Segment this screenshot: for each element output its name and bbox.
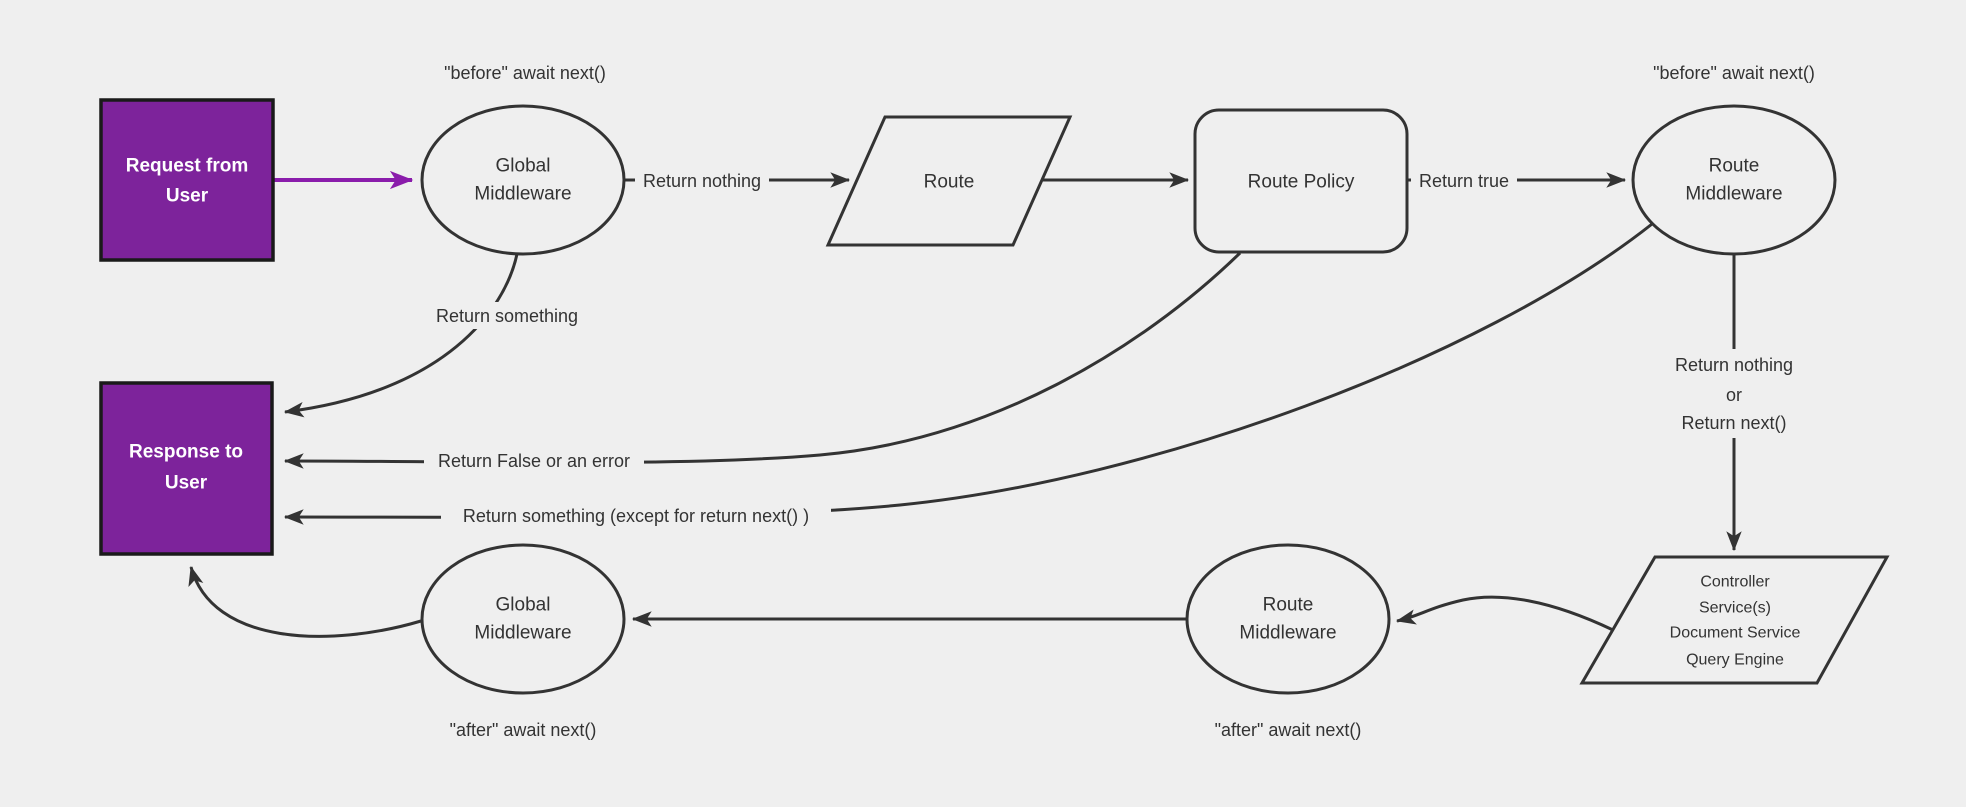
route-middleware-bottom-node bbox=[1185, 543, 1391, 695]
response-label-line2: User bbox=[165, 473, 208, 494]
route-label: Route bbox=[924, 172, 975, 193]
label-bg-return-something-except bbox=[441, 503, 831, 530]
edge-route-policy-to-response bbox=[283, 251, 1242, 469]
controller-line2: Service(s) bbox=[1699, 600, 1771, 617]
edge-label-backgrounds bbox=[424, 167, 1816, 530]
request-label-line2: User bbox=[166, 186, 209, 207]
label-bg-return-something bbox=[431, 302, 583, 329]
before-await-next-left-label: "before" await next() bbox=[444, 63, 606, 83]
return-nothing-label: Return nothing bbox=[643, 171, 761, 191]
edge-labels: "before" await next() "before" await nex… bbox=[436, 63, 1815, 740]
nodes: Request from User Global Middleware Rout… bbox=[99, 98, 1890, 695]
after-await-next-left-label: "after" await next() bbox=[450, 720, 597, 740]
route-middleware-bottom-line1: Route bbox=[1263, 595, 1314, 616]
route-middleware-top-line1: Route bbox=[1709, 156, 1760, 177]
return-true-label: Return true bbox=[1419, 171, 1509, 191]
before-await-next-right-label: "before" await next() bbox=[1653, 63, 1815, 83]
request-from-user-node bbox=[99, 98, 275, 262]
response-to-user-node bbox=[99, 381, 274, 556]
global-middleware-top-line1: Global bbox=[496, 156, 551, 177]
return-nothing-or-next-line2: or bbox=[1726, 385, 1742, 405]
route-middleware-top-line2: Middleware bbox=[1685, 184, 1782, 205]
edge-controller-to-route-middleware-bottom bbox=[1395, 595, 1614, 632]
global-middleware-bottom-node bbox=[420, 543, 626, 695]
return-false-or-error-label: Return False or an error bbox=[438, 451, 630, 471]
edges bbox=[188, 170, 1742, 638]
label-bg-return-true bbox=[1411, 167, 1517, 194]
controller-line4: Query Engine bbox=[1686, 652, 1784, 669]
route-middleware-bottom-line2: Middleware bbox=[1239, 623, 1336, 644]
global-middleware-bottom-line2: Middleware bbox=[474, 623, 571, 644]
edge-global-middleware-bottom-to-response bbox=[188, 565, 422, 638]
return-nothing-or-next-line1: Return nothing bbox=[1675, 355, 1793, 375]
after-await-next-right-label: "after" await next() bbox=[1215, 720, 1362, 740]
global-middleware-top-line2: Middleware bbox=[474, 184, 571, 205]
response-label-line1: Response to bbox=[129, 442, 243, 463]
controller-line1: Controller bbox=[1700, 574, 1770, 591]
edge-global-middleware-to-response bbox=[283, 253, 519, 418]
label-bg-return-nothing bbox=[635, 167, 769, 194]
global-middleware-top-node bbox=[420, 104, 626, 256]
return-something-label: Return something bbox=[436, 306, 578, 326]
global-middleware-bottom-line1: Global bbox=[496, 595, 551, 616]
return-something-except-label: Return something (except for return next… bbox=[463, 506, 809, 526]
controller-line3: Document Service bbox=[1670, 625, 1801, 642]
route-policy-node bbox=[1193, 108, 1409, 254]
route-middleware-top-node bbox=[1631, 104, 1837, 256]
controller-services-node bbox=[1579, 555, 1890, 685]
route-policy-label: Route Policy bbox=[1248, 172, 1355, 193]
label-bg-return-nothing-or-next bbox=[1652, 349, 1816, 438]
route-node bbox=[825, 115, 1073, 247]
label-bg-return-false bbox=[424, 447, 644, 474]
return-nothing-or-next-line3: Return next() bbox=[1681, 413, 1786, 433]
request-label-line1: Request from bbox=[126, 156, 248, 177]
